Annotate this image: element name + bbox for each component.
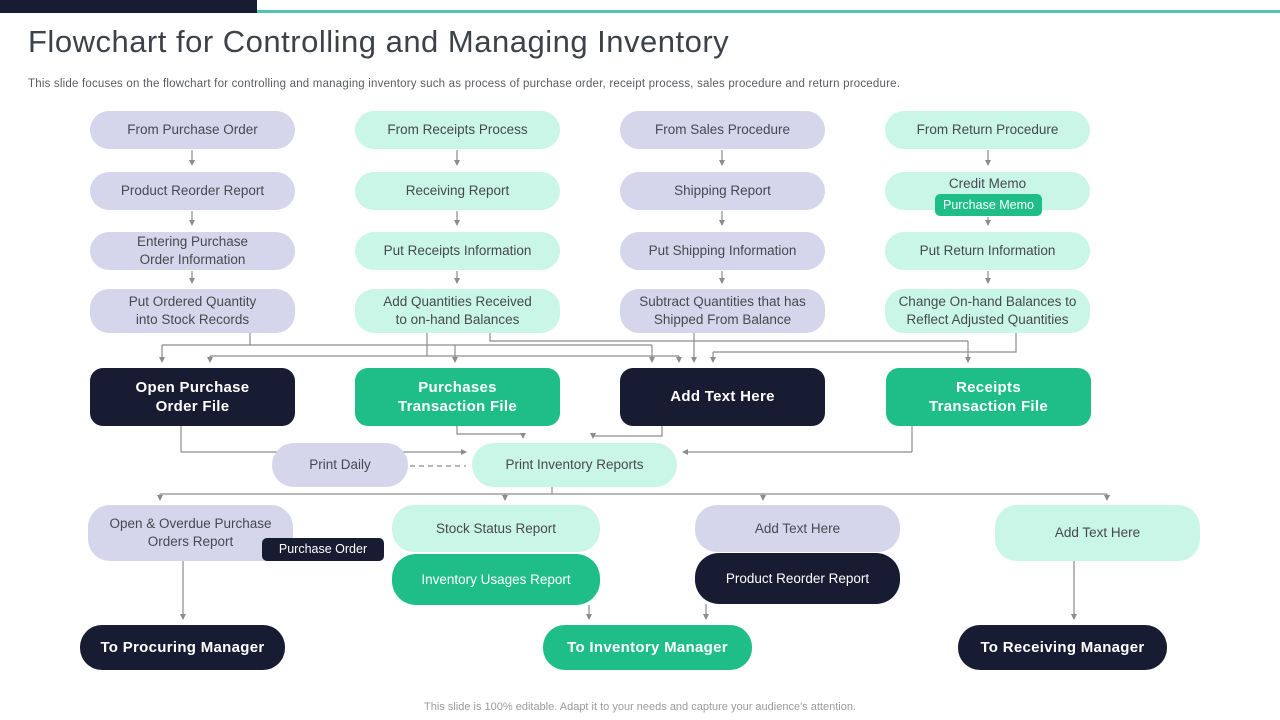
node-receiving-report[interactable]: Receiving Report <box>355 172 560 210</box>
node-from-sales-procedure[interactable]: From Sales Procedure <box>620 111 825 149</box>
node-put-ordered-quantity[interactable]: Put Ordered Quantity into Stock Records <box>90 289 295 333</box>
node-product-reorder-report[interactable]: Product Reorder Report <box>90 172 295 210</box>
node-stock-status-report[interactable]: Stock Status Report <box>392 505 600 552</box>
node-open-overdue-purchase-orders-report[interactable]: Open & Overdue Purchase Orders Report <box>88 505 293 561</box>
header-accent-bar <box>0 0 257 13</box>
header-accent-line <box>257 10 1280 13</box>
slide-footer-note: This slide is 100% editable. Adapt it to… <box>424 701 856 713</box>
node-entering-purchase-order-information[interactable]: Entering Purchase Order Information <box>90 232 295 270</box>
node-from-receipts-process[interactable]: From Receipts Process <box>355 111 560 149</box>
page-title: Flowchart for Controlling and Managing I… <box>28 24 730 59</box>
node-put-shipping-information[interactable]: Put Shipping Information <box>620 232 825 270</box>
tag-purchase-memo[interactable]: Purchase Memo <box>935 194 1042 216</box>
node-print-inventory-reports[interactable]: Print Inventory Reports <box>472 443 677 487</box>
node-add-quantities-received[interactable]: Add Quantities Received to on-hand Balan… <box>355 289 560 333</box>
node-from-purchase-order[interactable]: From Purchase Order <box>90 111 295 149</box>
node-add-text-here-report-1[interactable]: Add Text Here <box>695 505 900 552</box>
node-put-receipts-information[interactable]: Put Receipts Information <box>355 232 560 270</box>
node-print-daily[interactable]: Print Daily <box>272 443 408 487</box>
node-to-receiving-manager[interactable]: To Receiving Manager <box>958 625 1167 670</box>
page-subtitle: This slide focuses on the flowchart for … <box>28 78 901 90</box>
node-credit-memo[interactable]: Credit Memo <box>885 172 1090 210</box>
node-to-inventory-manager[interactable]: To Inventory Manager <box>543 625 752 670</box>
node-purchases-transaction-file[interactable]: Purchases Transaction File <box>355 368 560 426</box>
node-from-return-procedure[interactable]: From Return Procedure <box>885 111 1090 149</box>
node-change-on-hand-balances[interactable]: Change On-hand Balances to Reflect Adjus… <box>885 289 1090 333</box>
tag-purchase-order[interactable]: Purchase Order <box>262 538 384 561</box>
node-to-procuring-manager[interactable]: To Procuring Manager <box>80 625 285 670</box>
node-open-purchase-order-file[interactable]: Open Purchase Order File <box>90 368 295 426</box>
node-shipping-report[interactable]: Shipping Report <box>620 172 825 210</box>
node-inventory-usages-report[interactable]: Inventory Usages Report <box>392 554 600 605</box>
node-product-reorder-report-dark[interactable]: Product Reorder Report <box>695 553 900 604</box>
node-put-return-information[interactable]: Put Return Information <box>885 232 1090 270</box>
node-add-text-here-file[interactable]: Add Text Here <box>620 368 825 426</box>
node-add-text-here-report-2[interactable]: Add Text Here <box>995 505 1200 561</box>
node-subtract-quantities-shipped[interactable]: Subtract Quantities that has Shipped Fro… <box>620 289 825 333</box>
node-receipts-transaction-file[interactable]: Receipts Transaction File <box>886 368 1091 426</box>
